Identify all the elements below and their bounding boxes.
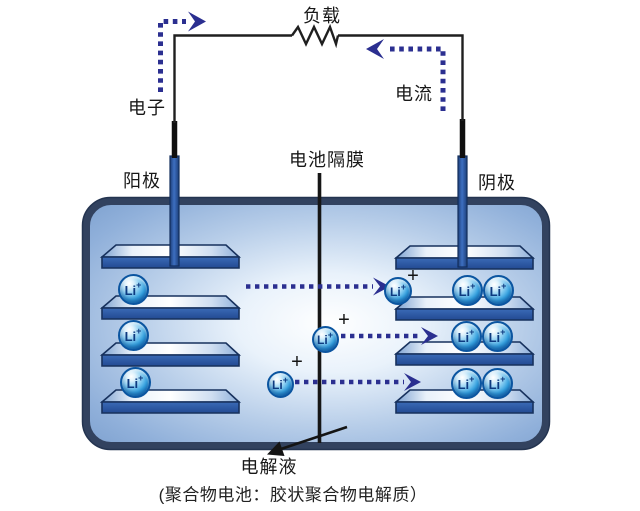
ion-arrow-2-arrowhead-icon [421,327,438,345]
li-ion-anode-3: Li+ [119,366,151,398]
li-ion-symbol: Li [126,375,139,391]
li-ion-migrating-3: Li+ [266,370,294,398]
current-flow-dotted-path [390,46,446,111]
load-label: 负载 [303,6,341,26]
electrolyte-label: 电解液 [240,457,298,477]
li-ion-migrating-1: Li+ [384,277,412,305]
electrolyte-pointer-line [277,425,348,452]
li-ion-symbol: Li [488,329,501,345]
circuit-wire [173,34,464,123]
li-ion-anode-2: Li+ [117,319,149,351]
li-ion-symbol: Li [317,333,328,347]
electrolyte-pointer-arrowhead-icon [267,441,285,456]
li-ion-cathode-2b: Li+ [481,320,513,352]
li-ion-charge: + [469,326,475,337]
li-ion-symbol: Li [457,376,470,392]
li-ion-cathode-3b: Li+ [481,367,513,399]
li-ion-charge: + [400,281,406,292]
li-ion-migrating-2: Li+ [311,325,339,353]
li-ion-charge: + [282,374,288,385]
li-ion-cathode-1b: Li+ [482,274,514,306]
li-ion-cathode-3a: Li+ [450,367,482,399]
diagram-caption: (聚合物电池：胶状聚合物电解质） [158,485,428,505]
cathode-rod [457,155,468,268]
li-ion-symbol: Li [458,283,471,299]
li-ion-symbol: Li [457,329,470,345]
cathode-label: 阴极 [478,173,516,193]
current-label: 电流 [395,84,433,104]
li-ion-symbol: Li [390,285,401,299]
ion-arrow-1-arrowhead-icon [373,277,390,296]
anode-label: 阳极 [123,171,161,191]
li-ion-charge: + [501,280,507,291]
li-ion-charge: + [138,372,144,383]
li-ion-charge: + [470,280,476,291]
li-ion-charge: + [327,329,333,340]
plus-charge-3: + [291,351,303,373]
li-ion-charge: + [500,326,506,337]
anode-plate-4 [99,389,242,414]
electron-flow-arrowhead-icon [188,11,206,32]
li-ion-anode-1: Li+ [117,273,149,305]
plus-charge-1: + [407,265,419,287]
li-ion-charge: + [136,279,142,290]
li-ion-charge: + [469,373,475,384]
electron-label: 电子 [128,98,166,118]
load-resistor [291,23,340,49]
li-ion-symbol: Li [488,376,501,392]
li-ion-symbol: Li [489,283,502,299]
li-ion-cathode-2a: Li+ [450,320,482,352]
plus-charge-2: + [338,309,350,331]
current-flow-arrowhead-icon [366,39,384,59]
li-ion-symbol: Li [124,328,137,344]
li-ion-symbol: Li [124,282,137,298]
anode-rod [169,155,180,267]
battery-case-outline [81,196,551,451]
ion-arrow-3-arrowhead-icon [404,373,421,391]
li-ion-symbol: Li [272,378,283,392]
li-ion-charge: + [500,373,506,384]
electron-flow-dotted-path [158,19,186,92]
li-ion-cathode-1a: Li+ [451,274,483,306]
separator-label: 电池隔膜 [289,150,365,170]
li-ion-charge: + [136,325,142,336]
